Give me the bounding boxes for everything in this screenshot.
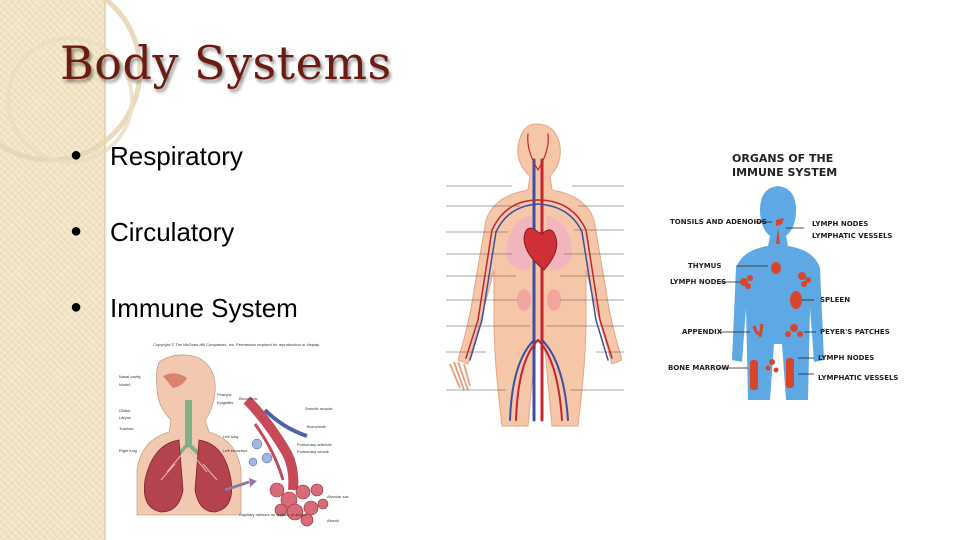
label-pulmonary-arteriole: Pulmonary arteriole: [297, 442, 332, 447]
label-peyers-patches: PEYER'S PATCHES: [820, 328, 890, 336]
bullet-dot-icon: ●: [70, 296, 83, 318]
label-bone-marrow: BONE MARROW: [668, 364, 729, 372]
immune-heading-line2: IMMUNE SYSTEM: [732, 166, 837, 179]
bullet-label: Circulatory: [110, 217, 235, 247]
label-larynx: Larynx: [119, 415, 131, 420]
label-thymus: THYMUS: [688, 262, 721, 270]
label-lymphatic-vessels-top: LYMPHATIC VESSELS: [812, 232, 892, 240]
immune-heading-line1: ORGANS OF THE: [732, 152, 833, 165]
label-pulmonary-venule: Pulmonary venule: [297, 449, 330, 454]
label-alveoli: Alveoli: [327, 518, 339, 523]
label-nasal-cavity: Nasal cavity: [119, 374, 141, 379]
slide-title: Body Systems: [60, 36, 392, 90]
label-capillary-network: Capillary network on surface of alveoli: [239, 512, 306, 517]
immune-system-figure: ORGANS OF THE IMMUNE SYSTEM: [664, 148, 904, 408]
label-alveolar-sac: Alveolar sac: [327, 494, 349, 499]
label-right-lung: Right lung: [119, 448, 137, 453]
sidebar-edge: [104, 0, 107, 540]
bullet-list: ● Respiratory ● Circulatory ● Immune Sys…: [64, 138, 298, 366]
circulatory-diagram: [446, 123, 624, 427]
label-lymphatic-vessels-bottom: LYMPHATIC VESSELS: [818, 374, 898, 382]
label-lymph-nodes-top: LYMPH NODES: [812, 220, 868, 228]
label-pharynx: Pharynx: [217, 392, 232, 397]
label-nostril: Nostril: [119, 382, 130, 387]
label-appendix: APPENDIX: [682, 328, 723, 336]
bullet-item-immune: ● Immune System: [64, 290, 298, 366]
immune-diagram: ORGANS OF THE IMMUNE SYSTEM: [668, 152, 898, 400]
bullet-label: Immune System: [110, 293, 298, 323]
label-lymph-nodes-left: LYMPH NODES: [670, 278, 726, 286]
copyright-text: Copyright © The McGraw-Hill Companies, I…: [153, 342, 320, 347]
bullet-dot-icon: ●: [70, 220, 83, 242]
label-glottis: Glottis: [119, 408, 130, 413]
label-smooth-muscle: Smooth muscle: [305, 406, 333, 411]
respiratory-diagram: Copyright © The McGraw-Hill Companies, I…: [119, 342, 349, 527]
bullet-label: Respiratory: [110, 141, 243, 171]
label-lymph-nodes-bottom: LYMPH NODES: [818, 354, 874, 362]
bullet-item-respiratory: ● Respiratory: [64, 138, 298, 214]
respiratory-system-figure: Copyright © The McGraw-Hill Companies, I…: [117, 340, 357, 530]
label-trachea: Trachea: [119, 426, 134, 431]
label-spleen: SPLEEN: [820, 296, 850, 304]
label-tonsils-and-adenoids: TONSILS AND ADENOIDS: [670, 218, 767, 226]
circulatory-system-figure: [446, 120, 624, 430]
label-bronchiole: Bronchiole: [307, 424, 327, 429]
label-left-lung: Left lung: [223, 434, 238, 439]
label-blood-flow: Blood flow: [239, 396, 258, 401]
label-left-bronchus: Left bronchus: [223, 448, 247, 453]
bullet-dot-icon: ●: [70, 144, 83, 166]
bullet-item-circulatory: ● Circulatory: [64, 214, 298, 290]
label-epiglottis: Epiglottis: [217, 400, 233, 405]
